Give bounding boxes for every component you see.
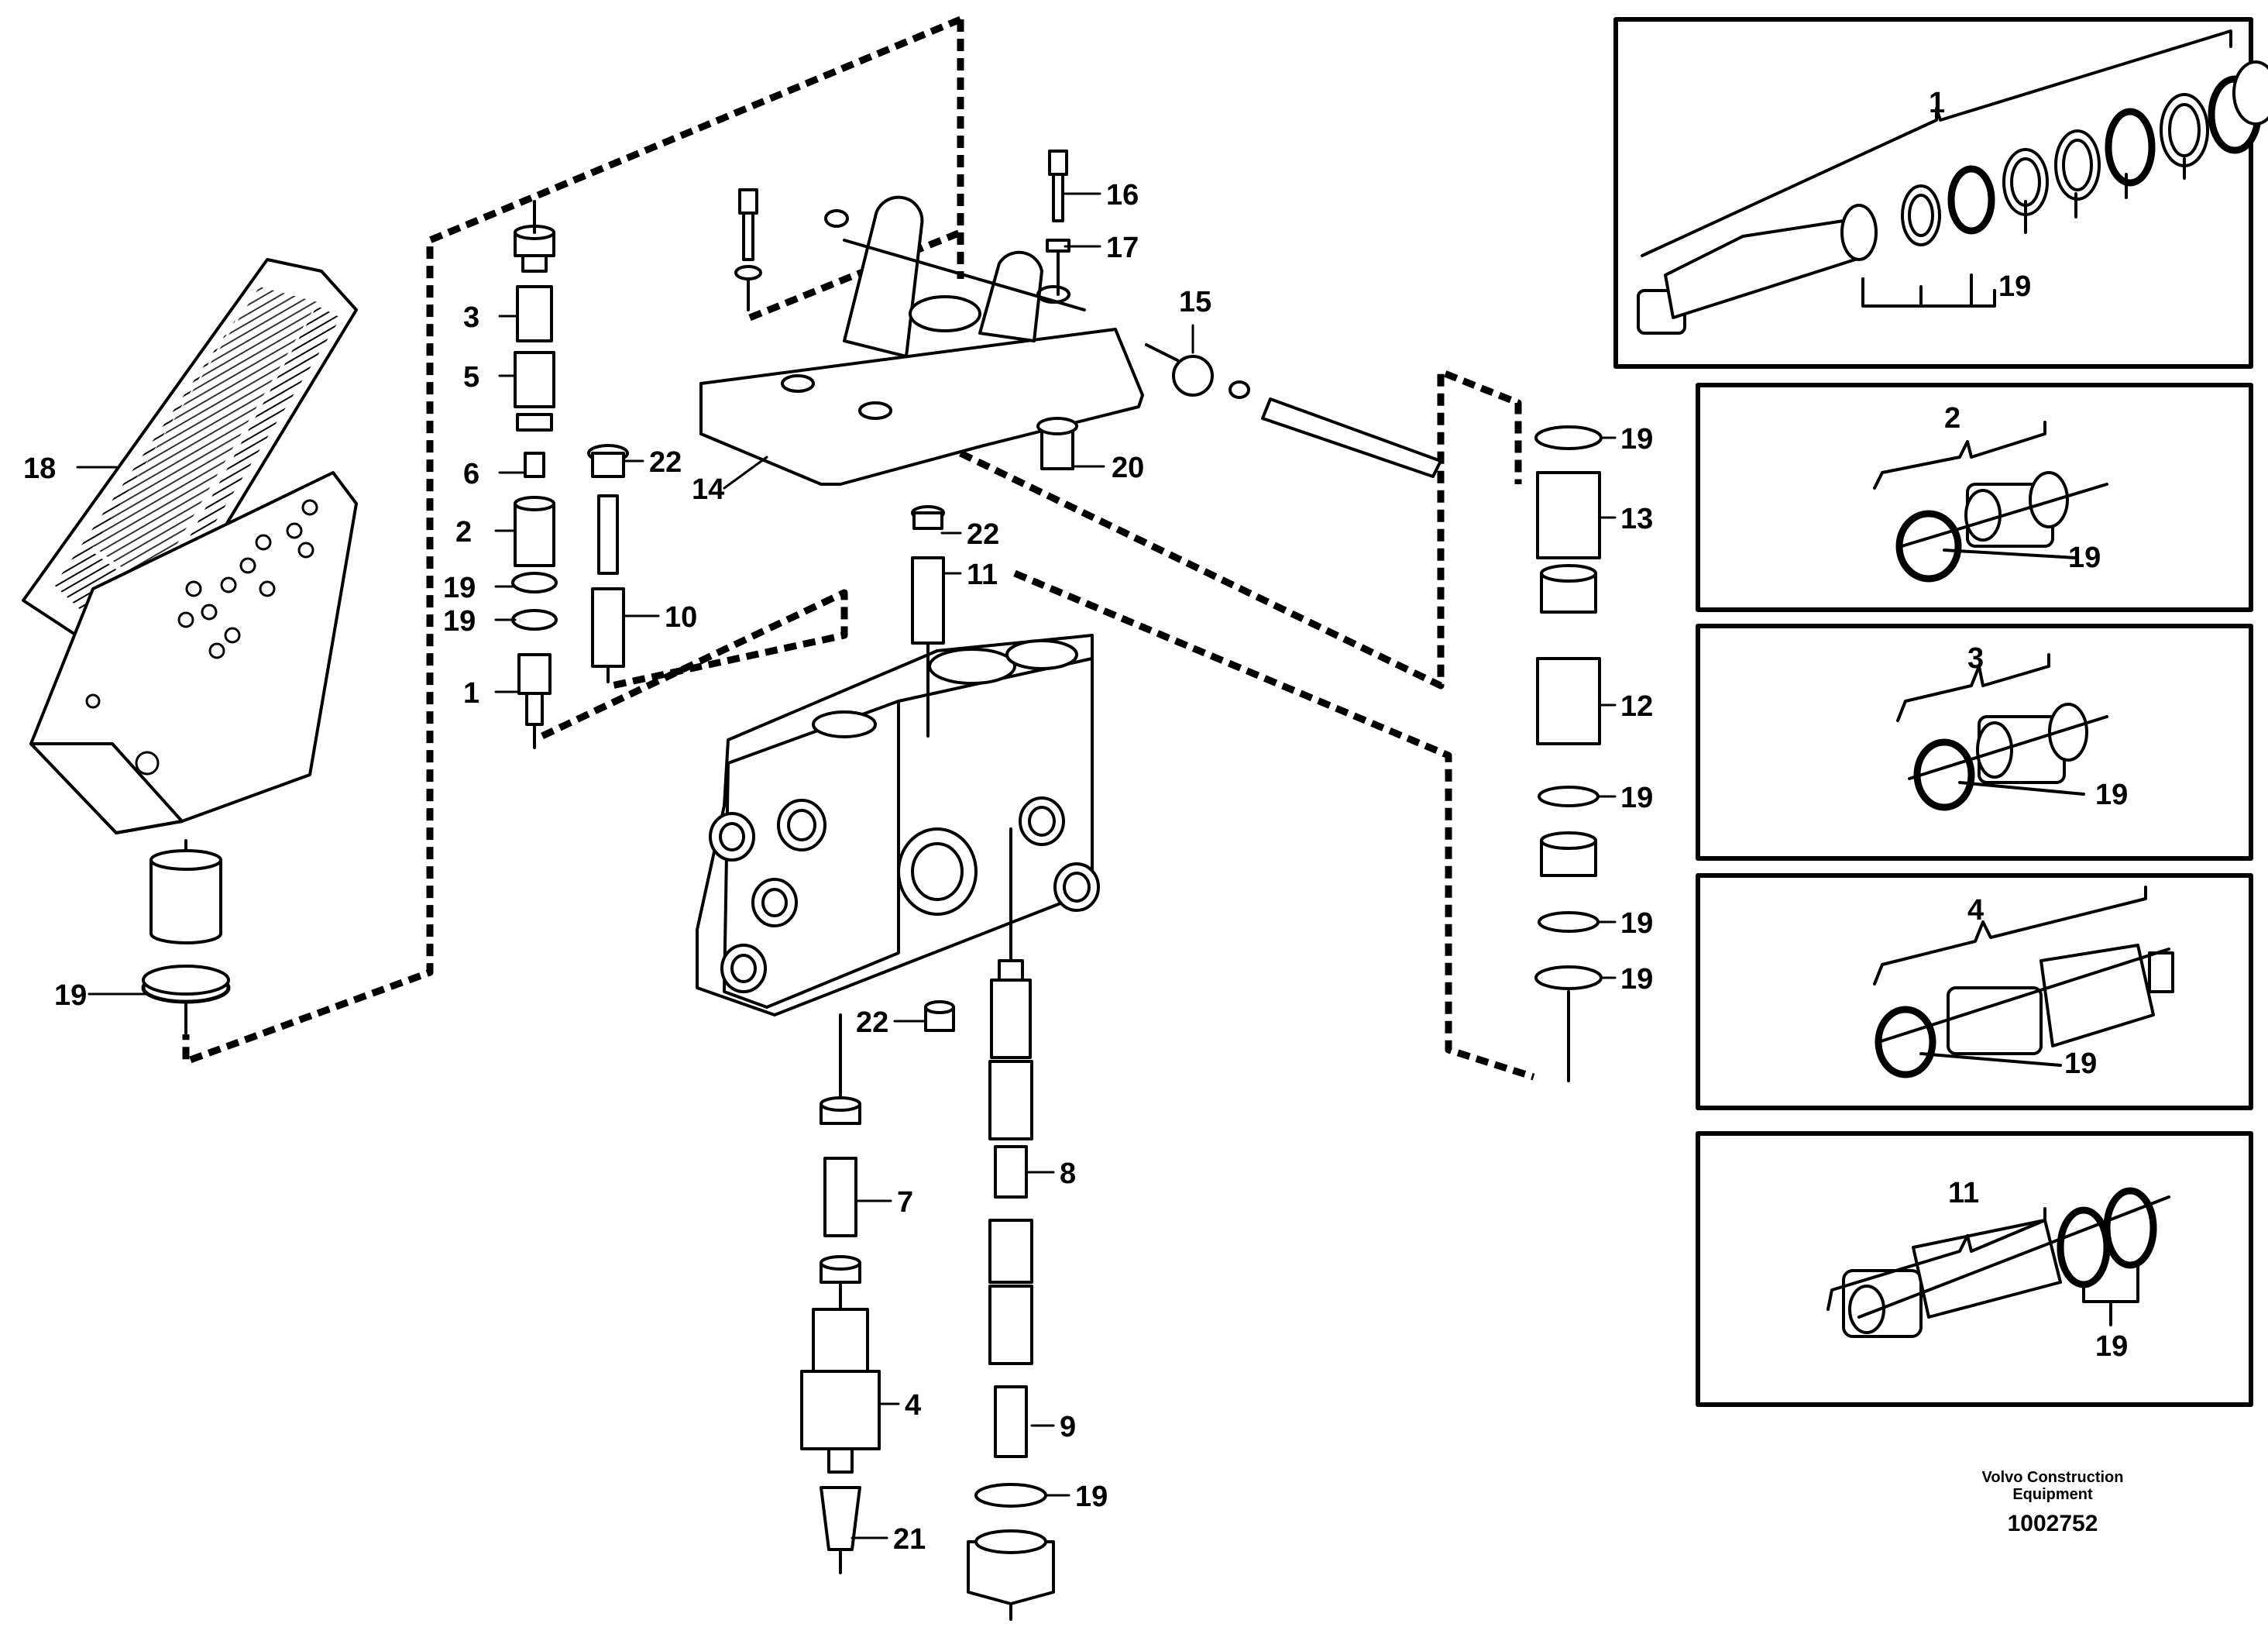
callout-17: 17 bbox=[1106, 232, 1139, 264]
callout-10: 10 bbox=[665, 601, 697, 634]
callout-11: 11 bbox=[967, 559, 998, 591]
callout-19-right-b: 19 bbox=[1620, 782, 1653, 814]
callout-1: 1 bbox=[463, 677, 479, 710]
dashed-guide-lines bbox=[182, 15, 1535, 1081]
callout-6: 6 bbox=[463, 458, 479, 490]
plug-22 bbox=[924, 1000, 955, 1032]
callout-15: 15 bbox=[1179, 286, 1211, 318]
cover-plate bbox=[699, 195, 1144, 486]
detail-box-4-parts bbox=[1873, 886, 2174, 1078]
left-valve-stack bbox=[511, 200, 558, 749]
callout-16: 16 bbox=[1106, 179, 1139, 212]
callout-12: 12 bbox=[1620, 690, 1653, 723]
callout-5: 5 bbox=[463, 361, 479, 394]
detail-box-frames bbox=[1613, 17, 2253, 1407]
valve-housing bbox=[696, 634, 1100, 1016]
leader-lines bbox=[76, 192, 1617, 1539]
detail-box-2-parts bbox=[1873, 421, 2108, 583]
callout-19-pedal: 19 bbox=[54, 979, 87, 1012]
callout-13: 13 bbox=[1620, 503, 1653, 535]
pedal-bushing bbox=[149, 849, 222, 944]
callout-8: 8 bbox=[1060, 1157, 1076, 1190]
detail-4-ring-label: 19 bbox=[2064, 1047, 2097, 1080]
callout-3: 3 bbox=[463, 301, 479, 334]
detail-box-11-parts bbox=[1826, 1187, 2170, 1338]
callout-19-left-a: 19 bbox=[443, 572, 476, 604]
top-fasteners bbox=[734, 150, 1442, 478]
detail-4-part-label: 4 bbox=[1967, 894, 1984, 927]
callout-labels: 18 19 3 5 6 2 19 19 1 22 10 16 17 15 14 … bbox=[23, 87, 2128, 1556]
callout-19-bottom: 19 bbox=[1075, 1481, 1108, 1513]
housing-ports bbox=[709, 796, 1100, 993]
callout-2: 2 bbox=[455, 516, 472, 549]
callout-7: 7 bbox=[897, 1186, 913, 1219]
detail-2-ring-label: 19 bbox=[2068, 542, 2101, 574]
callout-9: 9 bbox=[1060, 1411, 1076, 1443]
pedal-holes bbox=[85, 499, 318, 776]
lower-left-stack bbox=[800, 1013, 881, 1574]
detail-11-ring-label: 19 bbox=[2095, 1330, 2128, 1363]
callout-19-right-d: 19 bbox=[1620, 963, 1653, 996]
spool-stack-11 bbox=[911, 505, 945, 738]
detail-3-part-label: 3 bbox=[1967, 642, 1984, 675]
pedal-assembly bbox=[22, 258, 358, 1040]
callout-18: 18 bbox=[23, 452, 56, 485]
center-valve-stack bbox=[587, 444, 629, 683]
maker-name-line2: Equipment bbox=[2012, 1486, 2093, 1503]
callout-22-a: 22 bbox=[649, 446, 682, 479]
callout-14: 14 bbox=[692, 473, 724, 506]
callout-22-b: 22 bbox=[967, 518, 999, 551]
detail-1-ring-label: 19 bbox=[1998, 270, 2031, 303]
callout-21: 21 bbox=[893, 1523, 926, 1556]
callout-22-c: 22 bbox=[856, 1006, 888, 1039]
drawing-number: 1002752 bbox=[2007, 1511, 2098, 1536]
maker-name-line1: Volvo Construction bbox=[1981, 1469, 2124, 1486]
callout-19-left-b: 19 bbox=[443, 605, 476, 638]
lower-right-stack bbox=[967, 827, 1055, 1621]
callout-19-right-a: 19 bbox=[1620, 423, 1653, 456]
callout-4: 4 bbox=[905, 1389, 921, 1422]
right-spring-stack bbox=[1534, 425, 1603, 1082]
detail-box-3-parts bbox=[1896, 653, 2108, 811]
detail-3-ring-label: 19 bbox=[2095, 779, 2128, 811]
callout-19-right-c: 19 bbox=[1620, 907, 1653, 940]
callout-20: 20 bbox=[1112, 452, 1144, 484]
detail-11-part-label: 11 bbox=[1948, 1177, 1979, 1209]
detail-1-part-label: 1 bbox=[1929, 87, 1945, 119]
detail-box-1-parts bbox=[1637, 29, 2268, 335]
detail-2-part-label: 2 bbox=[1944, 402, 1960, 435]
